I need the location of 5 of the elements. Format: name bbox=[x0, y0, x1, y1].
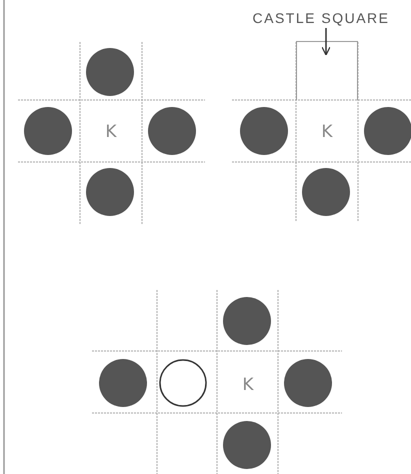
king-letter: K bbox=[242, 375, 254, 395]
king-letter: K bbox=[105, 122, 117, 142]
king-letter: K bbox=[321, 122, 333, 142]
callout-text: CASTLE SQUARE bbox=[252, 10, 390, 26]
arrow bbox=[321, 28, 331, 56]
